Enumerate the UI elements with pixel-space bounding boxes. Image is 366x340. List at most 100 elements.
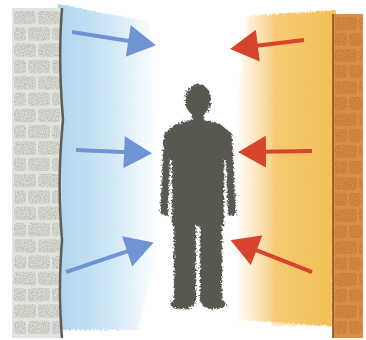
human-figure bbox=[160, 84, 236, 309]
brick bbox=[14, 59, 26, 74]
brick bbox=[52, 222, 60, 237]
brick bbox=[52, 59, 60, 74]
brick bbox=[14, 271, 36, 286]
brick bbox=[38, 174, 60, 188]
brick bbox=[335, 17, 357, 30]
cold-arrow-top bbox=[71, 25, 156, 57]
brick bbox=[349, 289, 362, 302]
brick bbox=[14, 222, 26, 237]
brick bbox=[52, 157, 60, 171]
brick bbox=[14, 108, 36, 123]
brick bbox=[38, 206, 60, 220]
brick bbox=[359, 241, 362, 254]
brick bbox=[335, 225, 347, 238]
brick bbox=[335, 289, 347, 302]
brick bbox=[349, 257, 362, 270]
cold-air-glow bbox=[52, 4, 158, 330]
brick bbox=[359, 17, 362, 30]
brick bbox=[359, 81, 362, 94]
brick bbox=[28, 59, 50, 74]
brick bbox=[335, 321, 347, 334]
brick bbox=[335, 33, 347, 46]
brick bbox=[335, 97, 347, 110]
brick bbox=[28, 157, 50, 171]
brick bbox=[28, 27, 50, 41]
brick bbox=[349, 161, 362, 174]
brick bbox=[14, 11, 36, 25]
brick bbox=[28, 320, 50, 334]
brick bbox=[14, 304, 36, 318]
right-brick-wall bbox=[332, 14, 363, 338]
brick bbox=[28, 92, 50, 106]
brick bbox=[38, 76, 60, 90]
brick bbox=[14, 157, 26, 171]
brick bbox=[38, 141, 60, 155]
brick bbox=[335, 145, 357, 158]
brick bbox=[52, 190, 60, 204]
brick bbox=[359, 145, 362, 158]
brick bbox=[52, 288, 60, 302]
brick bbox=[359, 209, 362, 222]
brick bbox=[14, 239, 36, 253]
brick bbox=[14, 174, 36, 188]
brick bbox=[335, 177, 357, 190]
brick bbox=[359, 273, 362, 286]
brick bbox=[335, 49, 357, 62]
brick bbox=[52, 92, 60, 106]
brick bbox=[359, 49, 362, 62]
brick bbox=[335, 257, 347, 270]
brick bbox=[38, 108, 60, 123]
brick bbox=[335, 161, 347, 174]
brick bbox=[14, 27, 26, 41]
left-brick-wall bbox=[12, 7, 65, 339]
brick bbox=[335, 81, 357, 94]
brick bbox=[28, 125, 50, 139]
brick bbox=[52, 255, 60, 269]
brick bbox=[335, 209, 357, 222]
brick bbox=[38, 43, 60, 57]
brick bbox=[349, 225, 362, 238]
brick bbox=[28, 288, 50, 302]
brick bbox=[349, 321, 362, 334]
warm-arrow-middle bbox=[238, 135, 313, 168]
brick bbox=[335, 241, 357, 254]
cold-arrow-middle bbox=[75, 136, 152, 169]
brick bbox=[359, 113, 362, 126]
warm-air-glow bbox=[236, 10, 336, 326]
brick bbox=[335, 113, 357, 126]
brick bbox=[349, 65, 362, 78]
brick bbox=[52, 125, 60, 139]
brick bbox=[349, 193, 362, 206]
brick bbox=[349, 33, 362, 46]
brick bbox=[28, 190, 50, 204]
brick bbox=[14, 255, 26, 269]
warm-arrow-top bbox=[230, 29, 305, 62]
brick bbox=[52, 27, 60, 41]
brick bbox=[28, 222, 50, 237]
brick bbox=[14, 125, 26, 139]
brick bbox=[38, 11, 60, 25]
brick bbox=[335, 193, 347, 206]
cold-arrow-bottom bbox=[65, 236, 154, 274]
brick bbox=[335, 65, 347, 78]
brick bbox=[14, 206, 36, 220]
brick bbox=[52, 320, 60, 334]
brick bbox=[38, 271, 60, 286]
brick bbox=[38, 304, 60, 318]
brick bbox=[14, 288, 26, 302]
brick bbox=[335, 129, 347, 142]
brick bbox=[335, 305, 357, 318]
brick bbox=[359, 177, 362, 190]
brick bbox=[349, 129, 362, 142]
brick bbox=[28, 255, 50, 269]
brick bbox=[38, 239, 60, 253]
brick bbox=[335, 273, 357, 286]
brick bbox=[14, 141, 36, 155]
brick bbox=[14, 92, 26, 106]
brick bbox=[14, 76, 36, 90]
brick bbox=[349, 97, 362, 110]
warm-arrow-bottom bbox=[230, 235, 313, 274]
brick bbox=[14, 190, 26, 204]
brick bbox=[14, 43, 36, 57]
